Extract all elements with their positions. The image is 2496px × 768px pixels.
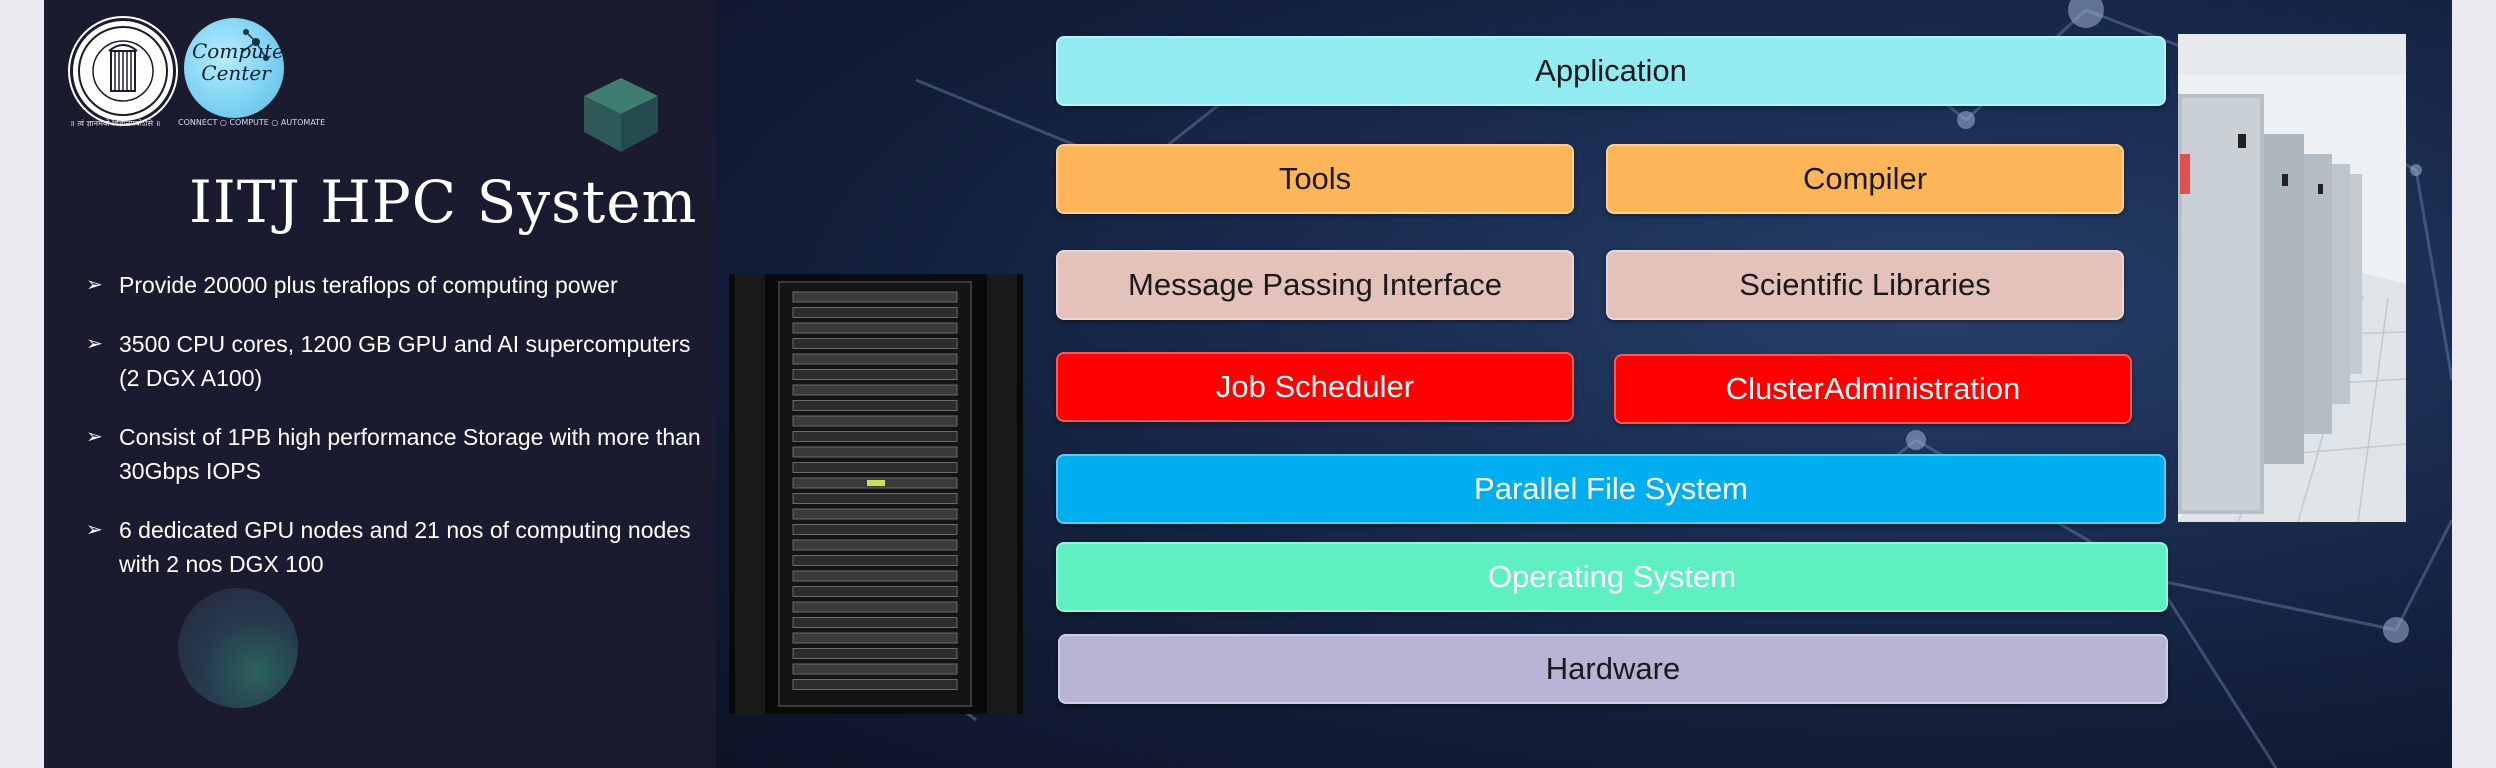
rack-unit — [792, 679, 958, 690]
left-panel: ॥ त्वं ज्ञानमयो विज्ञानमयोऽसि ॥ Computer… — [44, 0, 716, 768]
layer-operating-system-label: Operating System — [1487, 559, 1737, 594]
rack-unit — [792, 663, 958, 675]
rack-unit — [792, 648, 958, 659]
layer-operating-system: Operating System — [1056, 542, 2168, 612]
datacenter-illustration — [2178, 34, 2406, 522]
computer-center-logo-text: Computer Center — [192, 39, 294, 85]
server-rack-image — [729, 274, 1023, 714]
list-item: ➢ 3500 CPU cores, 1200 GB GPU and AI sup… — [86, 327, 706, 395]
rack-unit — [792, 462, 958, 473]
rack-unit — [792, 493, 958, 504]
rack-unit — [792, 586, 958, 597]
list-item: ➢ Provide 20000 plus teraflops of comput… — [86, 268, 706, 302]
rack-unit — [792, 617, 958, 628]
rack-unit — [792, 369, 958, 380]
iit-jodhpur-logo — [70, 18, 176, 124]
layer-hardware: Hardware — [1058, 634, 2168, 704]
rack-unit — [792, 291, 958, 303]
layer-cluster-administration-label: ClusterAdministration — [1725, 371, 2021, 406]
rack-unit — [792, 431, 958, 442]
rack-unit — [792, 508, 958, 520]
circuit-icon — [241, 29, 269, 61]
layer-application-label: Application — [1535, 53, 1687, 88]
rack-unit — [792, 415, 958, 427]
list-item-text: 3500 CPU cores, 1200 GB GPU and AI super… — [119, 331, 691, 391]
rack-unit — [792, 539, 958, 551]
rack-unit — [792, 400, 958, 411]
list-item-text: 6 dedicated GPU nodes and 21 nos of comp… — [119, 517, 691, 577]
arrow-bullet-icon: ➢ — [86, 333, 103, 355]
iit-emblem-icon — [78, 26, 168, 116]
datacenter-image — [2178, 34, 2406, 522]
layer-scientific-libraries-label: Scientific Libraries — [1739, 267, 1991, 302]
layer-application: Application — [1056, 36, 2166, 106]
layer-tools-label: Tools — [1278, 161, 1352, 196]
rack-unit — [792, 446, 958, 458]
rack-unit — [792, 601, 958, 613]
list-item-text: Consist of 1PB high performance Storage … — [119, 424, 701, 484]
layer-parallel-file-system-label: Parallel File System — [1474, 471, 1748, 506]
rack-unit — [792, 555, 958, 566]
slide: ॥ त्वं ज्ञानमयो विज्ञानमयोऽसि ॥ Computer… — [44, 0, 2452, 768]
layer-tools: Tools — [1056, 144, 1574, 214]
layer-parallel-file-system: Parallel File System — [1056, 454, 2166, 524]
cc-logo-caption: CONNECT ○ COMPUTE ○ AUTOMATE — [178, 118, 326, 127]
layer-compiler-label: Compiler — [1802, 161, 1928, 196]
layer-job-scheduler-label: Job Scheduler — [1215, 369, 1415, 404]
layer-job-scheduler: Job Scheduler — [1056, 352, 1574, 422]
cube-icon — [584, 78, 658, 152]
page-title: IITJ HPC System — [189, 168, 698, 236]
decorative-sphere — [178, 588, 298, 708]
rack-unit — [792, 524, 958, 535]
arrow-bullet-icon: ➢ — [86, 274, 103, 296]
layer-cluster-administration: ClusterAdministration — [1614, 354, 2132, 424]
list-item: ➢ 6 dedicated GPU nodes and 21 nos of co… — [86, 513, 706, 581]
rack-unit — [792, 570, 958, 582]
layer-mpi: Message Passing Interface — [1056, 250, 1574, 320]
arrow-bullet-icon: ➢ — [86, 426, 103, 448]
list-item: ➢ Consist of 1PB high performance Storag… — [86, 420, 706, 488]
server-rack-illustration — [729, 274, 1023, 714]
computer-center-logo: Computer Center — [184, 18, 294, 118]
list-item-text: Provide 20000 plus teraflops of computin… — [119, 272, 618, 298]
rack-unit — [792, 384, 958, 396]
feature-list: ➢ Provide 20000 plus teraflops of comput… — [86, 268, 706, 606]
rack-unit — [792, 307, 958, 318]
layer-mpi-label: Message Passing Interface — [1128, 267, 1502, 302]
rack-unit — [792, 338, 958, 349]
arrow-bullet-icon: ➢ — [86, 519, 103, 541]
rack-unit — [792, 632, 958, 644]
rack-unit — [792, 353, 958, 365]
layer-hardware-label: Hardware — [1545, 651, 1681, 686]
layer-compiler: Compiler — [1606, 144, 2124, 214]
iit-logo-caption: ॥ त्वं ज्ञानमयो विज्ञानमयोऽसि ॥ — [70, 119, 161, 128]
layer-scientific-libraries: Scientific Libraries — [1606, 250, 2124, 320]
rack-unit — [792, 322, 958, 334]
